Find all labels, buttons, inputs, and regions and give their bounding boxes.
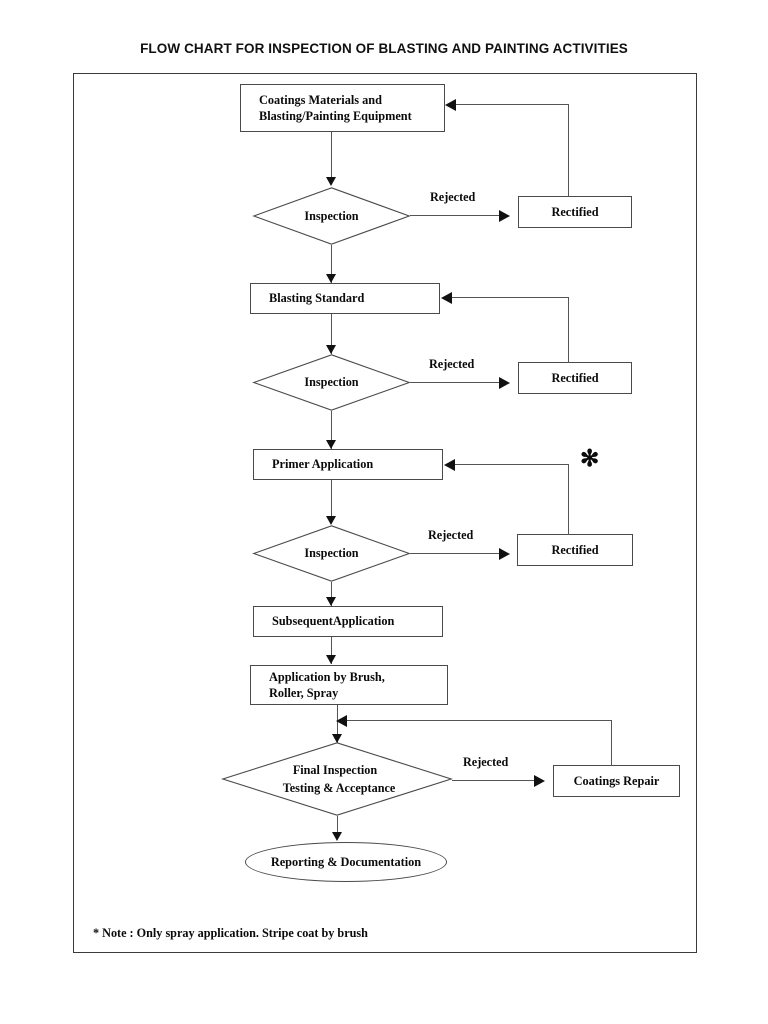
arrowhead-right-rectified1 — [499, 210, 510, 222]
arrowhead-down-primer-application — [326, 440, 336, 449]
node-coatings-repair[interactable]: Coatings Repair — [553, 765, 680, 797]
arrowhead-down-blasting-standard — [326, 274, 336, 283]
connector-inspection2-to-primer — [331, 411, 333, 449]
node-rectified-3-label: Rectified — [551, 542, 599, 557]
edge-label-rejected-2: Rejected — [429, 357, 475, 371]
feedback-horizontal-rectified3 — [455, 464, 569, 466]
feedback-horizontal-coatings-repair — [347, 720, 612, 722]
arrowhead-left-final-inspection — [336, 715, 347, 727]
node-final-inspection[interactable]: Final Inspection Testing & Acceptance — [220, 742, 454, 816]
connector-coatings-to-inspection1 — [331, 132, 333, 180]
arrowhead-left-coatings-materials — [445, 99, 456, 111]
edge-label-rejected-1: Rejected — [430, 190, 476, 204]
asterisk-note-marker: ✻ — [580, 446, 600, 471]
connector-inspection3-to-rectified3 — [410, 553, 502, 555]
connector-inspection2-to-rectified2 — [410, 382, 502, 384]
node-primer-application-label: Primer Application — [272, 457, 374, 472]
arrowhead-down-inspection2 — [326, 345, 336, 354]
connector-primer-to-inspection3 — [331, 480, 333, 520]
node-coatings-materials-line2: Blasting/Painting Equipment — [259, 109, 412, 123]
node-primer-application[interactable]: Primer Application — [253, 449, 443, 480]
connector-final-to-coatings-repair — [452, 780, 537, 782]
connector-subsequent-to-brush — [331, 637, 333, 664]
feedback-vertical-rectified3 — [568, 464, 570, 535]
arrowhead-down-subsequent-application — [326, 597, 336, 606]
node-subsequent-application-label: SubsequentApplication — [272, 614, 395, 629]
feedback-vertical-coatings-repair — [611, 720, 613, 766]
node-reporting-documentation-label: Reporting & Documentation — [270, 854, 422, 869]
node-coatings-materials-line1: Coatings Materials and — [259, 92, 382, 107]
node-application-by-brush[interactable]: Application by Brush, Roller, Spray — [250, 665, 448, 705]
footnote-note: * Note : Only spray application. Stripe … — [93, 926, 368, 940]
node-coatings-repair-label: Coatings Repair — [573, 773, 660, 788]
page-title: FLOW CHART FOR INSPECTION OF BLASTING AN… — [140, 41, 628, 56]
node-application-by-brush-line2: Roller, Spray — [269, 686, 339, 700]
arrowhead-down-application-by-brush — [326, 655, 336, 664]
arrowhead-down-inspection1 — [326, 177, 336, 186]
arrowhead-down-final-inspection — [332, 734, 342, 743]
arrowhead-left-blasting-standard — [441, 292, 452, 304]
arrowhead-right-coatings-repair — [534, 775, 545, 787]
arrowhead-right-rectified2 — [499, 377, 510, 389]
node-subsequent-application[interactable]: SubsequentApplication — [253, 606, 443, 637]
node-rectified-1[interactable]: Rectified — [518, 196, 632, 228]
arrowhead-down-inspection3 — [326, 516, 336, 525]
node-inspection-1[interactable]: Inspection — [252, 187, 411, 245]
connector-inspection3-to-subsequent — [331, 582, 333, 606]
feedback-horizontal-rectified1 — [456, 104, 569, 106]
connector-inspection1-to-rectified1 — [410, 215, 502, 217]
feedback-horizontal-rectified2 — [452, 297, 569, 299]
node-rectified-2-label: Rectified — [551, 370, 599, 385]
connector-blasting-to-inspection2 — [331, 314, 333, 354]
node-rectified-3[interactable]: Rectified — [517, 534, 633, 566]
feedback-vertical-rectified1 — [568, 104, 570, 197]
node-rectified-2[interactable]: Rectified — [518, 362, 632, 394]
arrowhead-down-reporting — [332, 832, 342, 841]
connector-final-to-reporting — [337, 816, 339, 839]
node-coatings-materials[interactable]: Coatings Materials and Blasting/Painting… — [240, 84, 445, 132]
arrowhead-right-rectified3 — [499, 548, 510, 560]
edge-label-rejected-3: Rejected — [428, 528, 474, 542]
node-blasting-standard-label: Blasting Standard — [269, 291, 365, 306]
arrowhead-left-primer-application — [444, 459, 455, 471]
node-blasting-standard[interactable]: Blasting Standard — [250, 283, 440, 314]
node-inspection-2[interactable]: Inspection — [252, 354, 411, 411]
chart-frame-border — [73, 73, 697, 953]
node-application-by-brush-line1: Application by Brush, — [269, 669, 385, 684]
edge-label-rejected-final: Rejected — [463, 755, 509, 769]
feedback-vertical-rectified2 — [568, 297, 570, 363]
node-inspection-3[interactable]: Inspection — [252, 525, 411, 582]
node-rectified-1-label: Rectified — [551, 204, 599, 219]
connector-inspection1-to-blasting — [331, 245, 333, 283]
node-reporting-documentation[interactable]: Reporting & Documentation — [245, 842, 447, 882]
